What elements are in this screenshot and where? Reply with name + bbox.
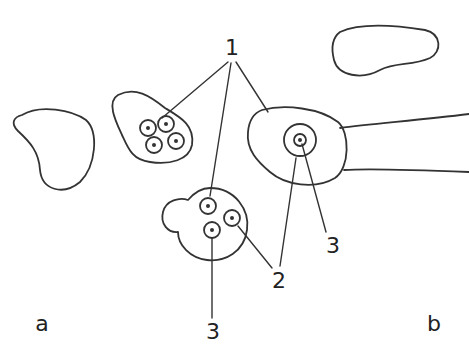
cell-outline <box>344 169 469 172</box>
nucleolus <box>294 134 306 146</box>
panel-letter: a <box>35 313 48 335</box>
nucleus <box>284 124 316 156</box>
callout-number: 1 <box>225 37 239 59</box>
nucleus-group <box>140 116 184 153</box>
cell-outline <box>332 26 438 76</box>
cell-outline <box>14 109 94 190</box>
nucleus-group <box>200 198 240 238</box>
panel-letter: b <box>427 313 441 335</box>
callout-number: 3 <box>206 321 220 343</box>
callout-number: 2 <box>272 270 286 292</box>
cell-outline <box>340 114 469 128</box>
cell-outline <box>162 188 247 260</box>
leader-lines <box>162 62 326 318</box>
callout-number: 3 <box>326 235 340 257</box>
cell-outline <box>248 107 347 185</box>
